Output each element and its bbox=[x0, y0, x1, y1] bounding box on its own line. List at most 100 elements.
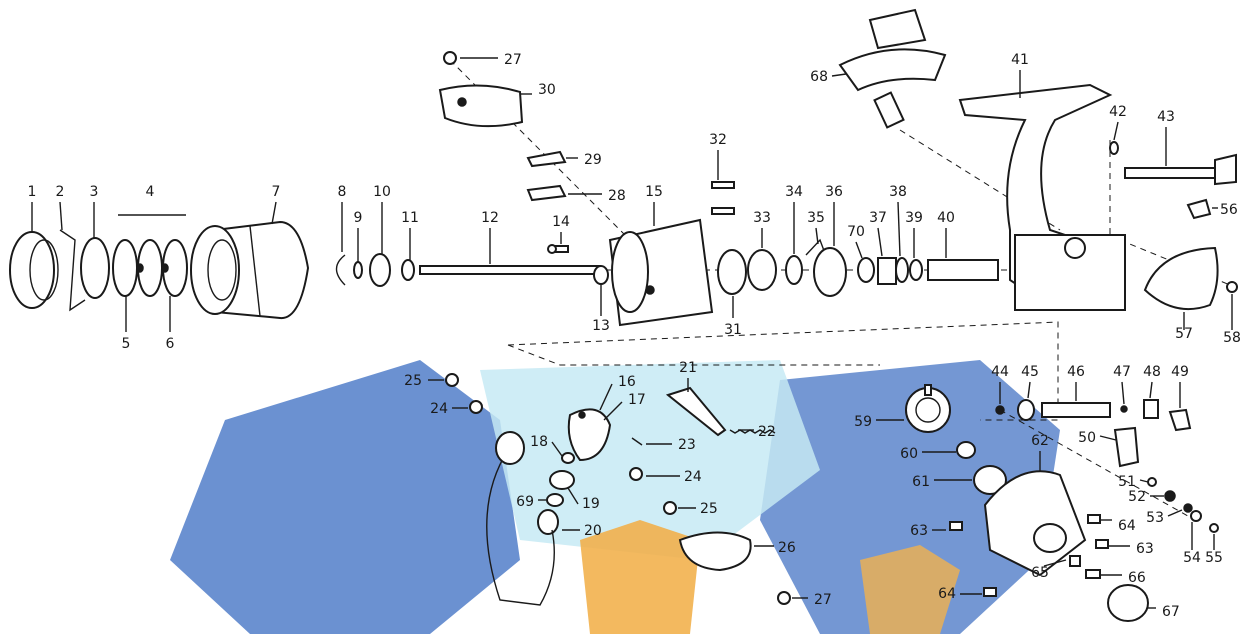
part-label-p55: 55 bbox=[1205, 550, 1223, 566]
part-label-p38: 38 bbox=[889, 184, 907, 200]
part-50-55-anti-reverse-parts bbox=[1113, 426, 1219, 533]
leader-line-p65 bbox=[1043, 559, 1067, 567]
part-label-p41: 41 bbox=[1011, 52, 1029, 68]
part-label-p70: 70 bbox=[847, 224, 865, 240]
part-15-rotor bbox=[608, 218, 714, 327]
leader-line-p45 bbox=[1027, 381, 1031, 399]
part-label-p26: 26 bbox=[778, 540, 796, 556]
leader-line-p50 bbox=[1099, 435, 1117, 441]
part-18-washer bbox=[561, 452, 575, 464]
part-label-p5: 5 bbox=[122, 336, 131, 352]
part-label-p18: 18 bbox=[530, 434, 548, 450]
part-24-washers bbox=[469, 400, 643, 481]
part-label-p20: 20 bbox=[584, 523, 602, 539]
part-label-p14: 14 bbox=[552, 214, 570, 230]
part-32-screws bbox=[711, 181, 735, 215]
part-70-37-collar bbox=[857, 257, 897, 285]
part-label-p62: 62 bbox=[1031, 433, 1049, 449]
part-23-pin bbox=[631, 437, 643, 446]
part-label-p34: 34 bbox=[785, 184, 803, 200]
part-label-p2: 2 bbox=[56, 184, 65, 200]
part-label-p60: 60 bbox=[900, 446, 918, 462]
watermark-logo bbox=[170, 360, 1060, 634]
part-58-screw bbox=[1226, 281, 1238, 293]
part-label-p28: 28 bbox=[608, 188, 626, 204]
part-label-p36: 36 bbox=[825, 184, 843, 200]
part-1-spool-knob bbox=[9, 231, 59, 309]
part-12-main-shaft bbox=[419, 265, 601, 275]
part-40-pinion bbox=[927, 259, 999, 281]
watermark-blue-shape bbox=[170, 360, 520, 634]
part-61-bearing bbox=[973, 465, 1007, 495]
part-16-17-bail-arm bbox=[567, 408, 612, 462]
part-label-p63a: 63 bbox=[910, 523, 928, 539]
watermark-blue-shape-right bbox=[760, 360, 1060, 634]
part-label-p30: 30 bbox=[538, 82, 556, 98]
leader-line-p35 bbox=[815, 227, 819, 245]
part-63-64-screws bbox=[949, 514, 1109, 597]
part-label-p21: 21 bbox=[679, 360, 697, 376]
leader-line-p53 bbox=[1167, 509, 1183, 517]
part-label-p33: 33 bbox=[753, 210, 771, 226]
part-label-p59: 59 bbox=[854, 414, 872, 430]
part-label-p46: 46 bbox=[1067, 364, 1085, 380]
leader-line-p47 bbox=[1121, 381, 1125, 405]
part-label-p29: 29 bbox=[584, 152, 602, 168]
part-label-p40: 40 bbox=[937, 210, 955, 226]
part-28-29-clips bbox=[526, 150, 567, 202]
part-60-washer bbox=[956, 441, 976, 459]
leader-line-p18 bbox=[551, 441, 563, 457]
part-label-p22: 22 bbox=[758, 424, 776, 440]
part-label-p32: 32 bbox=[709, 132, 727, 148]
part-44-49-drag-assembly bbox=[995, 399, 1192, 432]
part-41-body-frame bbox=[958, 83, 1126, 311]
part-label-p48: 48 bbox=[1143, 364, 1161, 380]
part-11-ring bbox=[401, 259, 415, 281]
part-8-circlip bbox=[335, 254, 346, 286]
part-label-p11: 11 bbox=[401, 210, 419, 226]
part-label-p6: 6 bbox=[166, 336, 175, 352]
part-label-p45: 45 bbox=[1021, 364, 1039, 380]
part-59-drive-gear bbox=[905, 384, 951, 433]
part-label-p25a: 25 bbox=[404, 373, 422, 389]
part-label-p39: 39 bbox=[905, 210, 923, 226]
part-label-p24b: 24 bbox=[684, 469, 702, 485]
part-label-p42: 42 bbox=[1109, 104, 1127, 120]
leader-line-p17 bbox=[603, 401, 623, 421]
part-label-p44: 44 bbox=[991, 364, 1009, 380]
part-label-p35: 35 bbox=[807, 210, 825, 226]
part-43-handle-shaft bbox=[1124, 153, 1237, 186]
part-label-p47: 47 bbox=[1113, 364, 1131, 380]
part-10-collar bbox=[369, 253, 391, 287]
leader-lines bbox=[31, 57, 1233, 609]
watermark-orange-shape bbox=[580, 520, 700, 634]
part-label-p24a: 24 bbox=[430, 401, 448, 417]
part-label-p16: 16 bbox=[618, 374, 636, 390]
leader-line-p16 bbox=[599, 383, 613, 411]
part-label-p49: 49 bbox=[1171, 364, 1189, 380]
part-label-p27a: 27 bbox=[504, 52, 522, 68]
part-9-washer bbox=[353, 261, 363, 279]
part-label-p64a: 64 bbox=[1118, 518, 1136, 534]
part-label-p61: 61 bbox=[912, 474, 930, 490]
part-label-p58: 58 bbox=[1223, 330, 1241, 346]
leader-line-p70 bbox=[855, 241, 863, 259]
part-26-cover bbox=[678, 531, 752, 572]
part-label-p69: 69 bbox=[516, 494, 534, 510]
part-38-39-bearings bbox=[895, 257, 923, 283]
part-label-p8: 8 bbox=[338, 184, 347, 200]
part-19-line-roller bbox=[549, 470, 575, 490]
part-22-spring bbox=[729, 429, 776, 434]
part-14-screw bbox=[547, 244, 569, 254]
part-label-p1: 1 bbox=[28, 184, 37, 200]
part-25-screws bbox=[445, 373, 677, 515]
bail-wire bbox=[486, 431, 555, 606]
part-69-washer bbox=[546, 493, 564, 507]
part-label-p51: 51 bbox=[1118, 474, 1136, 490]
part-68-handle bbox=[838, 8, 947, 129]
part-20-bail-support bbox=[537, 509, 559, 535]
part-33-bearing bbox=[747, 249, 777, 291]
part-label-p37: 37 bbox=[869, 210, 887, 226]
